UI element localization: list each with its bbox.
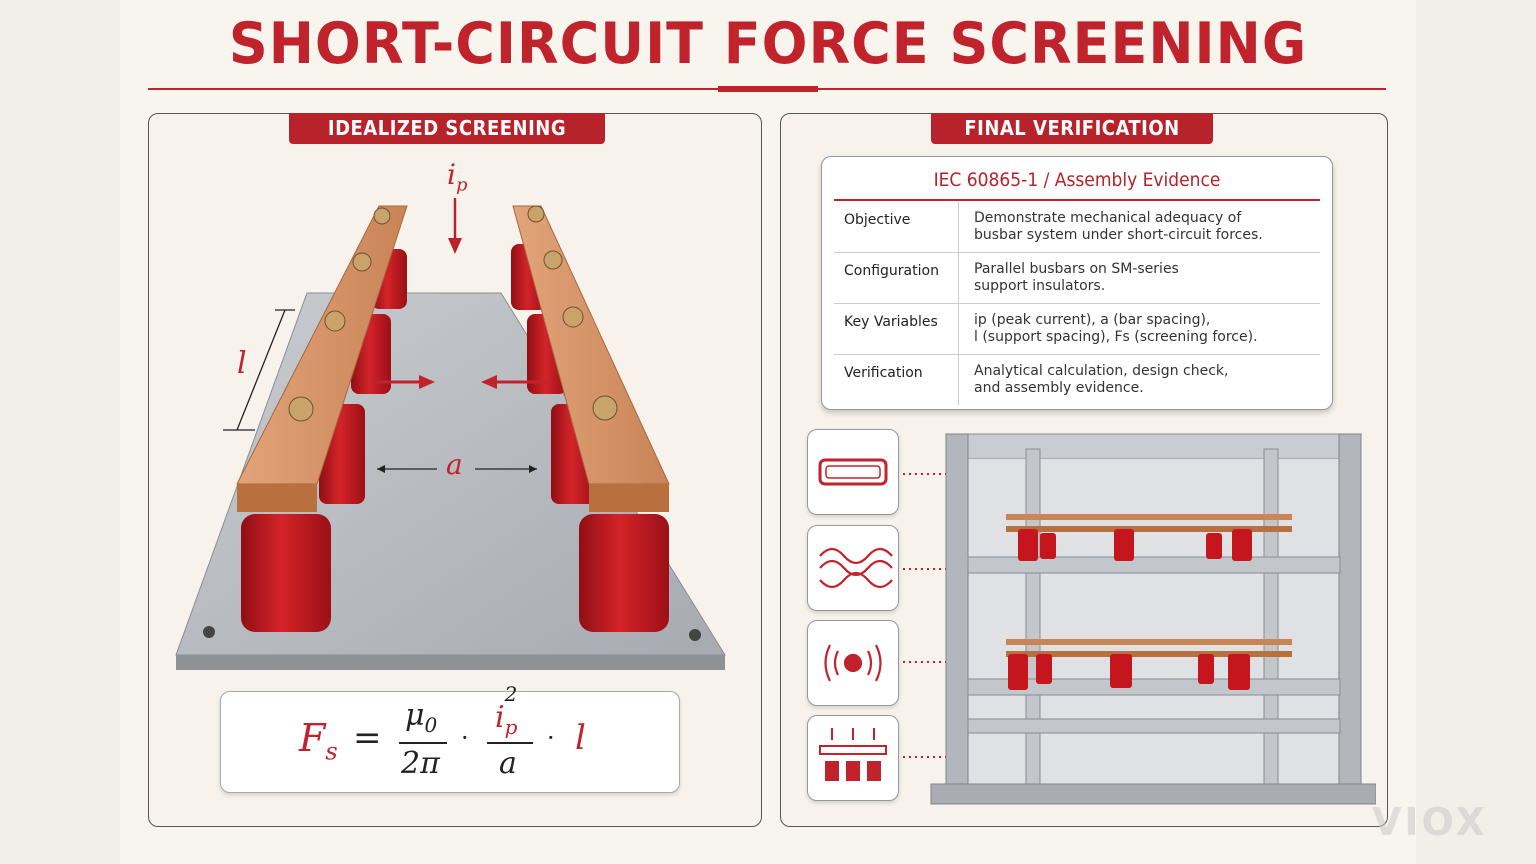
right-insulators — [511, 244, 669, 632]
peak-current-label: ip — [447, 158, 468, 196]
frame-base — [930, 783, 1376, 805]
viox-watermark: VIOX — [1372, 800, 1488, 844]
final-verification-tab: FINAL VERIFICATION — [931, 113, 1213, 144]
table-row: Objective Demonstrate mechanical adequac… — [834, 202, 1320, 253]
table-row: Configuration Parallel busbars on SM-ser… — [834, 253, 1320, 304]
frame-post-left — [945, 433, 969, 800]
formula-dot: · — [461, 724, 469, 752]
idealized-screening-tab: IDEALIZED SCREENING — [289, 113, 605, 144]
page-title: SHORT-CIRCUIT FORCE SCREENING — [228, 10, 1308, 77]
insulator-load-icon — [807, 715, 899, 801]
force-arrow-right-head — [481, 375, 497, 389]
vibration-signal-icon — [807, 620, 899, 706]
mounting-hole — [203, 626, 215, 638]
title-underline-accent — [718, 86, 818, 92]
formula-fraction-bar — [487, 742, 533, 744]
row-value: ip (peak current), a (bar spacing),l (su… — [974, 312, 1258, 345]
row-label: Key Variables — [844, 314, 938, 330]
table-title: IEC 60865-1 / Assembly Evidence — [933, 169, 1221, 191]
busbar-section-icon — [807, 429, 899, 515]
frame-post-right — [1338, 433, 1362, 800]
frame-shelf — [967, 718, 1341, 734]
table-title-rule — [834, 199, 1320, 201]
busbar-illustration — [175, 198, 726, 670]
table-row: Key Variables ip (peak current), a (bar … — [834, 304, 1320, 355]
row-label: Objective — [844, 212, 911, 228]
final-verification-panel: FINAL VERIFICATION IEC 60865-1 / Assembl… — [780, 113, 1388, 827]
frame-top — [944, 433, 1362, 460]
bar-spacing-label: a — [446, 448, 463, 481]
formula-dot: · — [547, 724, 555, 752]
magnetic-field-wave-icon — [807, 525, 899, 611]
formula-spacing: a — [499, 746, 517, 781]
support-spacing-label: l — [237, 346, 247, 381]
frame-back — [964, 459, 1348, 789]
length-dimension-line — [236, 309, 286, 431]
formula-mu-zero: μ0 — [405, 698, 438, 737]
row-label: Configuration — [844, 263, 939, 279]
current-arrow-head — [448, 238, 462, 254]
right-busbar-side — [589, 484, 669, 512]
upper-busbar-assembly — [1006, 514, 1292, 561]
lower-busbar-assembly — [1006, 639, 1292, 690]
formula-force-symbol: Fs — [299, 716, 338, 766]
idealized-screening-panel: IDEALIZED SCREENING — [148, 113, 762, 827]
mounting-hole — [689, 629, 701, 641]
left-busbar-side — [237, 484, 317, 512]
formula-two-pi: 2π — [401, 746, 440, 781]
base-plate-edge — [176, 655, 725, 670]
formula-length: l — [575, 718, 586, 758]
row-value: Analytical calculation, design check,and… — [974, 363, 1229, 396]
switchgear-frame-illustration — [930, 433, 1376, 805]
formula-equals: = — [353, 718, 382, 758]
force-arrow-left-head — [419, 375, 435, 389]
busbar-bolts — [288, 205, 618, 422]
row-label: Verification — [844, 365, 923, 381]
table-row: Verification Analytical calculation, des… — [834, 355, 1320, 405]
formula-fraction-bar — [399, 742, 447, 744]
assembly-evidence-table: IEC 60865-1 / Assembly Evidence Objectiv… — [821, 156, 1333, 410]
